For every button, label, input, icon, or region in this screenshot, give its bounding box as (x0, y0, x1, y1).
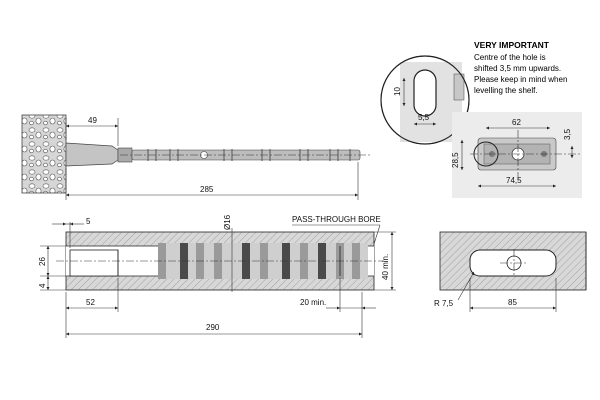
slot-top-view: 85 R 7,5 (434, 231, 587, 312)
dim-290: 290 (206, 323, 220, 332)
dim-20-min: 20 min. (300, 298, 326, 307)
dim-10: 10 (393, 87, 402, 96)
pin-side-view: 49 285 (21, 114, 370, 200)
pin-in-bore (69, 249, 119, 277)
dim-r-7-5: R 7,5 (434, 299, 454, 308)
bore-section-view: 5 Ø16 PASS-THROUGH BORE 26 4 40 min. 52 … (38, 214, 396, 338)
pin-head (65, 142, 119, 167)
note-line-4: levelling the shelf. (474, 86, 538, 95)
dim-diameter-16: Ø16 (223, 214, 232, 230)
dim-49: 49 (88, 116, 97, 125)
important-note: VERY IMPORTANT Centre of the hole is shi… (474, 40, 567, 95)
note-title: VERY IMPORTANT (474, 40, 550, 50)
note-line-1: Centre of the hole is (474, 53, 546, 62)
plate-front-view: 62 3,5 28,5 74,5 (451, 112, 582, 198)
dim-5-5: 5,5 (418, 113, 430, 122)
foam-wall (21, 114, 67, 194)
dim-4: 4 (38, 283, 47, 288)
dim-28-5: 28,5 (451, 152, 460, 168)
dim-285: 285 (200, 185, 214, 194)
detail-slot (413, 69, 437, 117)
detail-magnifier: 10 5,5 (380, 55, 487, 149)
dim-52: 52 (86, 298, 95, 307)
dim-40-min: 40 min. (381, 254, 390, 280)
dim-62: 62 (512, 118, 521, 127)
dim-26: 26 (38, 257, 47, 266)
dim-3-5: 3,5 (563, 128, 572, 140)
dim-85: 85 (508, 298, 517, 307)
dim-5: 5 (86, 217, 91, 226)
note-line-2: shifted 3,5 mm upwards. (474, 64, 561, 73)
bore-label: PASS-THROUGH BORE (292, 215, 381, 224)
dim-74-5: 74,5 (506, 176, 522, 185)
note-line-3: Please keep in mind when (474, 75, 567, 84)
